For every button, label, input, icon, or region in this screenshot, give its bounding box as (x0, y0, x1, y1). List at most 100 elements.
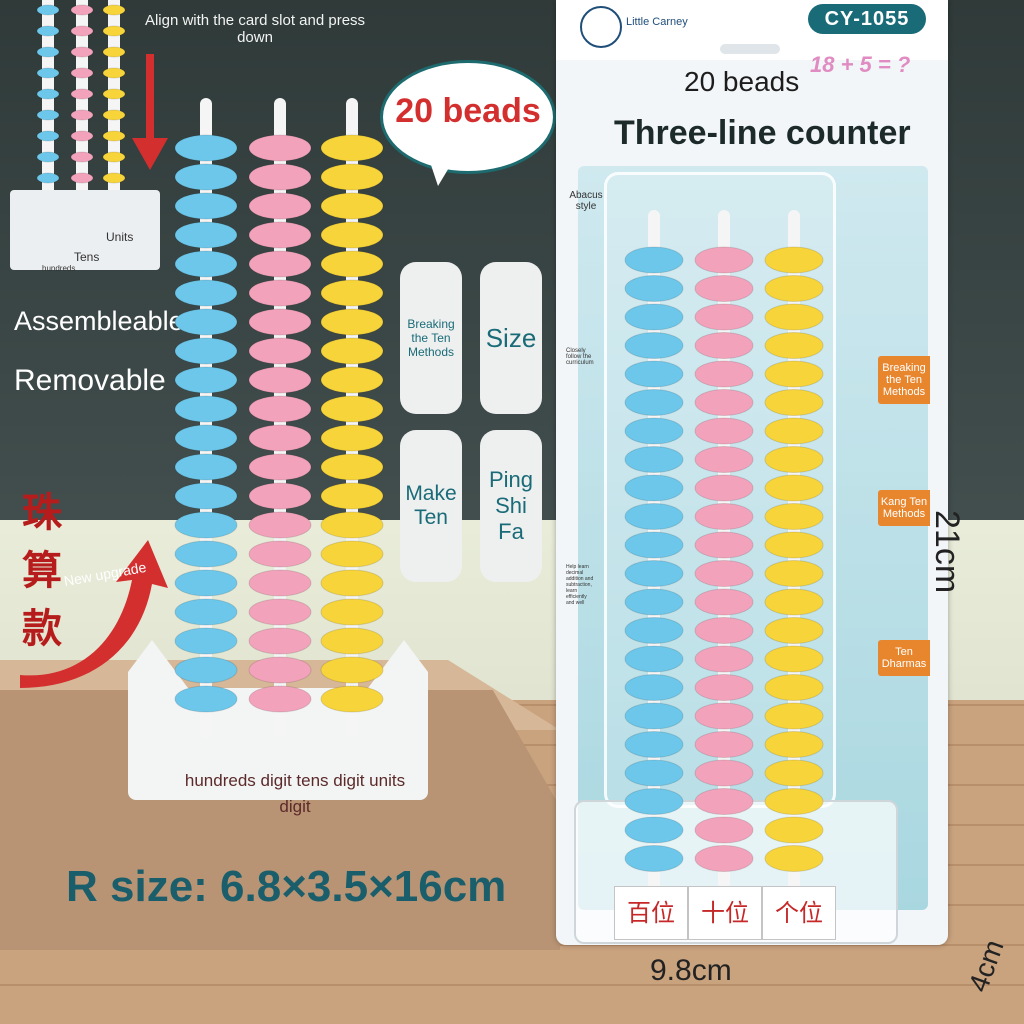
bead (248, 656, 312, 684)
bead (174, 395, 238, 423)
bead (248, 395, 312, 423)
bead (320, 134, 384, 162)
bead (694, 446, 754, 473)
bead (764, 588, 824, 616)
bead (102, 130, 126, 142)
inset-hundreds-label: hundreds (42, 264, 76, 273)
equation-graphic: 18 + 5 = ? (810, 52, 911, 77)
bead (764, 389, 824, 416)
bead (174, 192, 238, 220)
upgrade-chinese-badge: 珠算款 (22, 490, 62, 652)
bead (624, 275, 684, 302)
bead (694, 246, 754, 274)
bead (102, 172, 126, 184)
model-badge: CY-1055 (808, 4, 926, 34)
bead (320, 279, 384, 307)
bead (624, 731, 684, 758)
bead (174, 540, 238, 568)
inset-tens-label: Tens (74, 250, 100, 264)
bead (764, 674, 824, 701)
bead (174, 685, 238, 713)
bead (694, 702, 754, 730)
brand-logo-icon (580, 6, 622, 48)
bead (70, 88, 94, 100)
bead (624, 645, 684, 673)
hundreds-place-label: 百位 (614, 886, 688, 940)
bead (764, 531, 824, 559)
bead (320, 627, 384, 655)
bead (174, 337, 238, 365)
method-card-ping-shi-fa: Ping Shi Fa (480, 430, 542, 582)
bead (764, 788, 824, 815)
tag-kang-ten: Kang Ten Methods (878, 490, 930, 526)
bead (36, 25, 60, 37)
bead (320, 250, 384, 278)
bead (70, 4, 94, 16)
bead (174, 569, 238, 597)
bead (174, 453, 238, 481)
bead (624, 702, 684, 730)
tag-breaking-ten: Breaking the Ten Methods (878, 356, 930, 404)
bead (624, 560, 684, 587)
bead (694, 560, 754, 587)
bead (36, 67, 60, 79)
bead (248, 569, 312, 597)
bead (174, 134, 238, 162)
bead (36, 172, 60, 184)
bead (764, 332, 824, 359)
dimension-height: 21cm (928, 510, 966, 594)
bead (320, 192, 384, 220)
bead (320, 163, 384, 191)
bead (764, 560, 824, 587)
bead (624, 531, 684, 559)
bead (248, 163, 312, 191)
bead (764, 731, 824, 758)
bead (694, 303, 754, 331)
bead (764, 759, 824, 787)
bead (248, 424, 312, 452)
brand-name: Little Carney (626, 16, 688, 28)
assembly-inset (4, 0, 164, 270)
bead (764, 360, 824, 388)
bead (694, 332, 754, 359)
feature-removable: Removable (14, 364, 166, 397)
bead (320, 366, 384, 394)
bead (320, 482, 384, 510)
bead (694, 417, 754, 445)
bead (320, 540, 384, 568)
bead (694, 389, 754, 416)
bead (624, 303, 684, 331)
help-note: Help learn decimal addition and subtract… (566, 564, 594, 606)
bead (694, 674, 754, 701)
bead (764, 303, 824, 331)
down-arrow-head-icon (132, 138, 168, 170)
inset-base (10, 190, 160, 270)
method-card-breaking-ten: Breaking the Ten Methods (400, 262, 462, 414)
bead (102, 88, 126, 100)
bead (174, 511, 238, 539)
bead (694, 617, 754, 644)
hang-slot (720, 44, 780, 54)
bead (624, 360, 684, 388)
bead (694, 275, 754, 302)
bead (320, 308, 384, 336)
digit-caption: hundreds digit tens digit units digit (184, 771, 406, 816)
bead (248, 627, 312, 655)
bead (320, 598, 384, 626)
bead (36, 109, 60, 121)
bubble-bead-count: 20 beads (395, 92, 541, 130)
bead (320, 569, 384, 597)
bead (320, 685, 384, 713)
bead (694, 731, 754, 758)
bead (70, 46, 94, 58)
bead (694, 759, 754, 787)
bead (624, 617, 684, 644)
bead (764, 446, 824, 473)
bead (624, 588, 684, 616)
bead (248, 250, 312, 278)
curriculum-note: Closely follow the curriculum (566, 348, 594, 366)
bead (624, 845, 684, 872)
bead (320, 511, 384, 539)
bead (248, 134, 312, 162)
method-card-size: Size (480, 262, 542, 414)
